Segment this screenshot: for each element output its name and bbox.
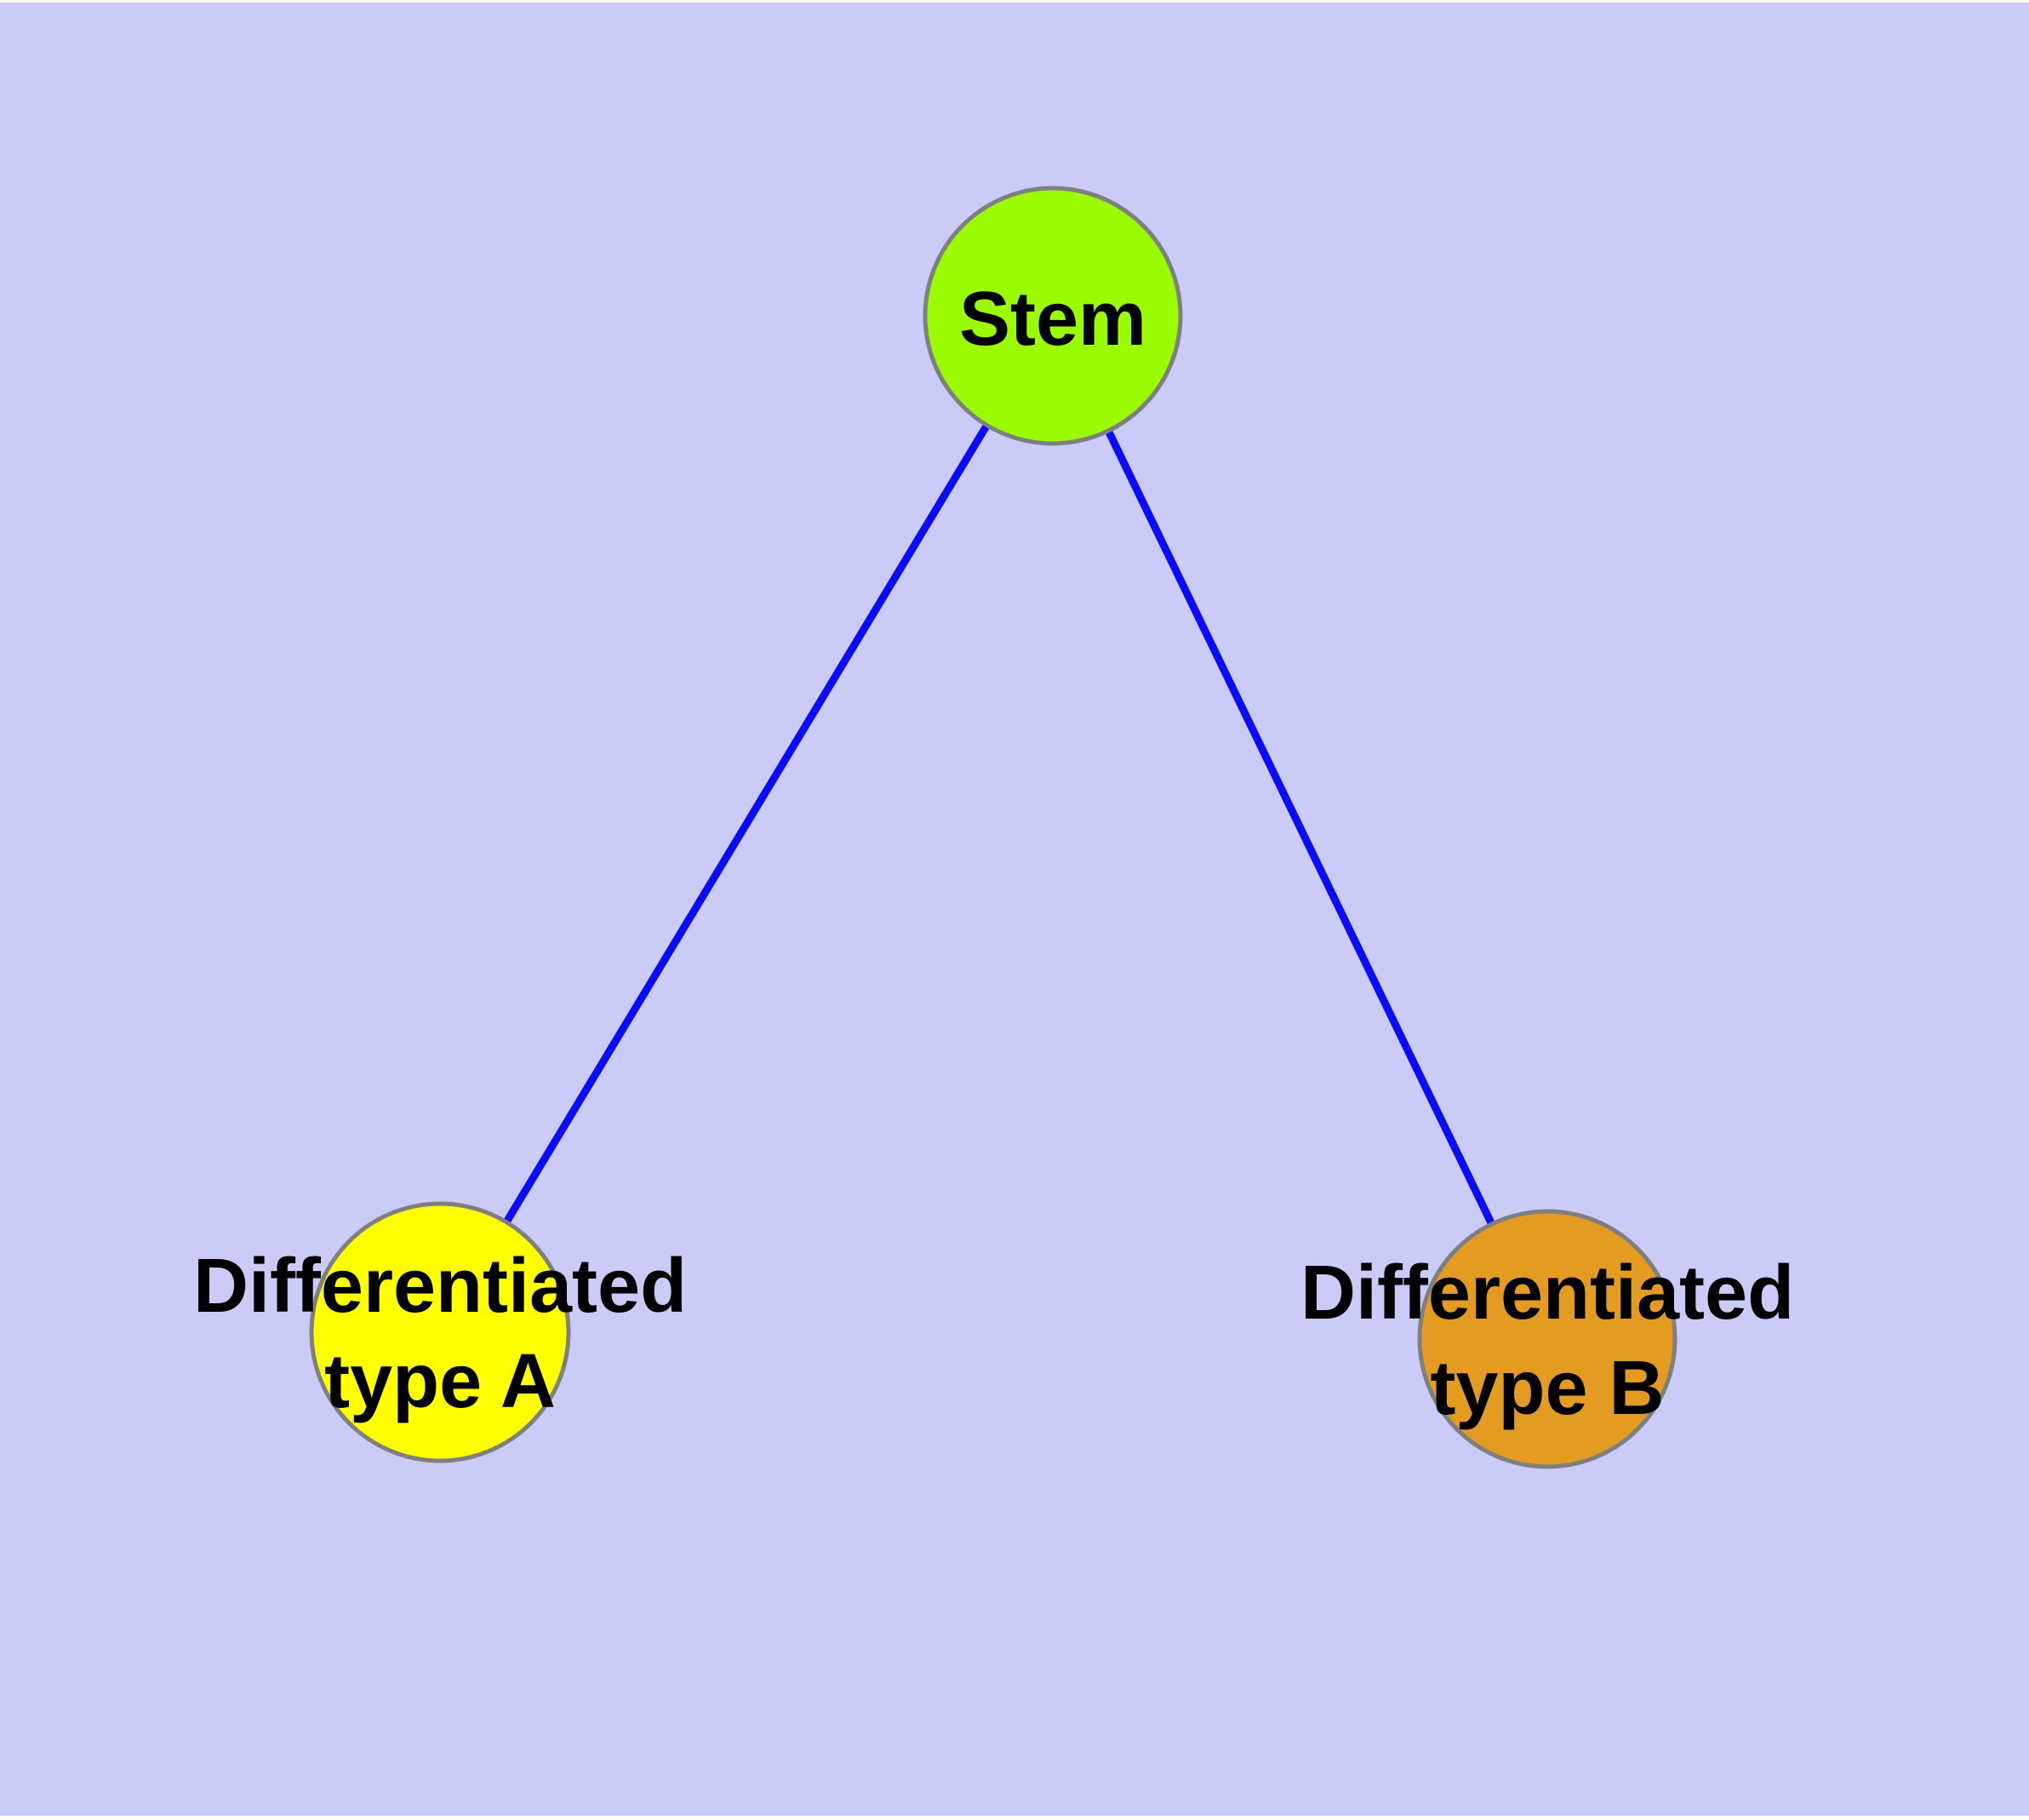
edge-stem-to-type-b [1049,314,1552,1341]
edge-stem-to-type-a [437,313,1056,1335]
node-differentiated-type-a-circle [309,1201,571,1463]
node-differentiated-type-b-circle [1417,1209,1677,1469]
node-stem-circle [923,186,1183,446]
